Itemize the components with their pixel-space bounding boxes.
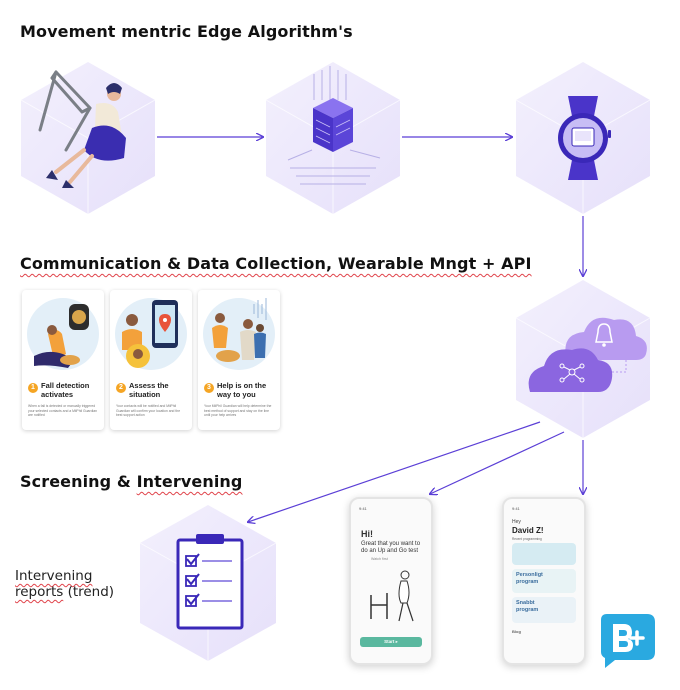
step-title: Fall detection activates (41, 381, 90, 399)
greeting-text: Hi! (361, 529, 373, 539)
heading-communication: Communication & Data Collection, Wearabl… (20, 254, 532, 273)
user-name: David Z! (512, 526, 544, 535)
status-time: 9:41 (359, 506, 367, 511)
step-body: Your MiiPhil Guardian will help determin… (204, 404, 272, 418)
report-word-intervening: Intervening (15, 568, 93, 584)
fall-detection-illustration (27, 298, 99, 370)
falling-person-icon (38, 70, 126, 188)
heading-movement-algorithms: Movement mentric Edge Algorithm's (20, 22, 353, 41)
start-button[interactable]: Start ▸ (360, 637, 422, 647)
heading-screening: Screening & Intervening (20, 472, 242, 491)
report-word-reports: reports (15, 584, 64, 600)
recent-programming-label: Recent programming (512, 537, 542, 541)
chair-person-illustration (370, 570, 414, 622)
watch-first-link[interactable]: Watch first (371, 557, 388, 561)
heading-screening-word: Intervening (136, 472, 243, 491)
step-title: Help is on the way to you (217, 381, 267, 399)
up-and-go-message: Great that you want to do an Up and Go t… (361, 541, 421, 554)
edge-chip-icon (287, 66, 381, 185)
tile-recent-program[interactable] (512, 543, 576, 565)
clipboard-checklist-icon (176, 534, 244, 630)
tile-quick-program[interactable]: Snabbt program (512, 597, 576, 623)
phone-program-dashboard: 9:41 Hey David Z! Recent programming Per… (502, 497, 586, 665)
hey-text: Hey (512, 519, 521, 525)
step-number: 1 (28, 383, 38, 393)
step-number: 3 (204, 383, 214, 393)
tile-personal-program[interactable]: Personligt program (512, 569, 576, 593)
intervening-reports-label: Intervening reports (trend) (15, 568, 114, 600)
phone-up-and-go: 9:41 Hi! Great that you want to do an Up… (349, 497, 433, 665)
smartwatch-icon (558, 96, 611, 180)
hex-fall-person (20, 62, 156, 214)
arrow-cloud-to-reports (248, 421, 541, 522)
report-word-trend: (trend) (67, 584, 115, 600)
tile-label: Personligt program (516, 572, 543, 585)
assess-illustration (115, 298, 187, 370)
blog-label[interactable]: Blog (512, 629, 521, 634)
flow-arrows (157, 137, 583, 522)
step-number: 2 (116, 383, 126, 393)
brand-logo (601, 614, 655, 668)
tile-label: Snabbt program (516, 600, 539, 613)
cloud-ai-icon (528, 348, 627, 392)
step-body: When a fall is detected or manually trig… (28, 404, 97, 418)
help-illustration (203, 298, 275, 370)
step-body: Your contacts will be notified and MiiPh… (116, 404, 181, 418)
arrow-cloud-to-phone1 (430, 431, 565, 494)
heading-screening-prefix: Screening & (20, 472, 137, 491)
step-title: Assess the situation (129, 381, 169, 399)
status-time: 9:41 (512, 506, 520, 511)
